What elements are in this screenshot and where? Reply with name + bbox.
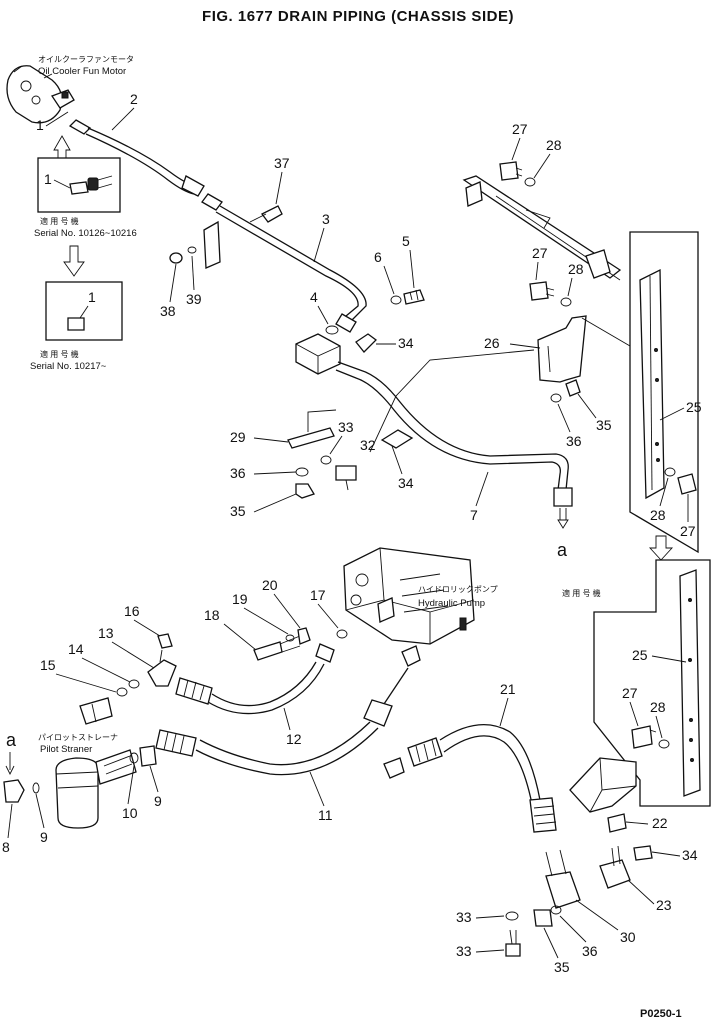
junction-block (295, 333, 341, 375)
callout-12: 11 (318, 807, 333, 823)
inset-serial-10126 (37, 157, 121, 213)
figure-title: FIG. 1677 DRAIN PIPING (CHASSIS SIDE) (202, 8, 514, 25)
serial-jp-3: 適 用 号 機 (562, 588, 601, 598)
callout-21: 19 (232, 591, 248, 607)
callout-1c: 1 (88, 289, 96, 305)
callout-34b: 34 (398, 475, 414, 491)
hose-13 (175, 643, 335, 715)
serial-label-1: Serial No. 10126~10216 (34, 228, 137, 239)
callout-35c: 35 (554, 959, 570, 975)
callout-36b: 36 (566, 433, 582, 449)
page-code: P0250-1 (640, 1008, 682, 1020)
callout-39: 39 (186, 291, 202, 307)
callout-9: 9 (40, 829, 48, 845)
pilot-strainer-jp: パイロットストレーナ (38, 733, 118, 742)
callout-5: 5 (402, 233, 410, 249)
ref-a-top: a (557, 540, 568, 560)
callout-33b: 33 (456, 909, 472, 925)
oil-cooler-en-label: Oil Cooler Fun Motor (38, 66, 126, 77)
callout-2: 2 (130, 91, 138, 107)
inset-frame-25-top (629, 231, 699, 554)
bracket-26 (537, 315, 587, 383)
callout-19: 20 (262, 577, 278, 593)
bracket-23-assembly (545, 757, 637, 909)
hydraulic-pump (343, 547, 475, 645)
callout-25a: 25 (686, 399, 702, 415)
callout-28d: 28 (650, 699, 666, 715)
serial-jp-1: 適 用 号 機 (40, 216, 79, 226)
hose-12 (155, 645, 421, 776)
callout-1b: 1 (44, 171, 52, 187)
callout-26: 26 (484, 335, 500, 351)
callout-13: 12 (286, 731, 302, 747)
callout-38: 38 (160, 303, 176, 319)
pipe-7 (335, 361, 573, 529)
nut-38 (169, 252, 183, 264)
pilot-strainer-en: Pilot Straner (40, 744, 92, 755)
callout-7: 7 (470, 507, 478, 523)
callout-25b: 25 (632, 647, 648, 663)
frame-bracket-top (462, 175, 622, 281)
inset-serial-10217 (45, 281, 123, 341)
callout-28a: 28 (546, 137, 562, 153)
oil-cooler-jp-label: オイルクーラファンモータ (38, 55, 134, 64)
inset-frame-25-bottom (593, 559, 711, 807)
callout-1a: 1 (36, 117, 44, 133)
callout-6: 6 (374, 249, 382, 265)
callout-11: 10 (122, 805, 138, 821)
callout-15: 14 (68, 641, 84, 657)
clip-bracket (203, 220, 221, 269)
hydraulic-pump-en: Hydraulic Pump (418, 598, 485, 609)
callout-33a: 33 (338, 419, 354, 435)
oil-cooler-fan-motor (6, 65, 75, 124)
pipe-3 (201, 193, 367, 333)
callout-16: 15 (40, 657, 56, 673)
callout-27d: 27 (622, 685, 638, 701)
callout-24: 22 (652, 815, 668, 831)
serial-jp-2: 適 用 号 機 (40, 349, 79, 359)
callout-30: 30 (620, 929, 636, 945)
callout-28c: 28 (650, 507, 666, 523)
callout-34a: 34 (398, 335, 414, 351)
callout-3: 3 (322, 211, 330, 227)
callout-4: 4 (310, 289, 318, 305)
callout-27b: 27 (532, 245, 548, 261)
serial-label-2: Serial No. 10217~ (30, 361, 107, 372)
callout-36a: 36 (230, 465, 246, 481)
hydraulic-pump-jp: ハイドロリックポンプ (418, 585, 498, 594)
callout-17: 16 (124, 603, 140, 619)
callout-29: 29 (230, 429, 246, 445)
callout-14: 13 (98, 625, 114, 641)
callout-8: 8 (2, 839, 10, 855)
ref-a-bottom: a (6, 730, 17, 750)
hose-22 (383, 724, 557, 833)
callout-22: 21 (500, 681, 516, 697)
bracket-29 (287, 427, 335, 449)
callout-35a: 35 (230, 503, 246, 519)
callout-10: 9 (154, 793, 162, 809)
callout-36c: 36 (582, 943, 598, 959)
callout-27a: 27 (512, 121, 528, 137)
pilot-strainer (55, 697, 137, 829)
elbow-14 (147, 659, 177, 687)
callout-35b: 35 (596, 417, 612, 433)
hose-2 (68, 119, 205, 197)
callout-37: 37 (274, 155, 290, 171)
callout-32: 33 (456, 943, 472, 959)
callout-27c: 27 (680, 523, 696, 539)
callout-20: 18 (204, 607, 220, 623)
callout-28b: 28 (568, 261, 584, 277)
callout-23: 23 (656, 897, 672, 913)
callout-34c: 34 (682, 847, 698, 863)
callout-18: 17 (310, 587, 326, 603)
